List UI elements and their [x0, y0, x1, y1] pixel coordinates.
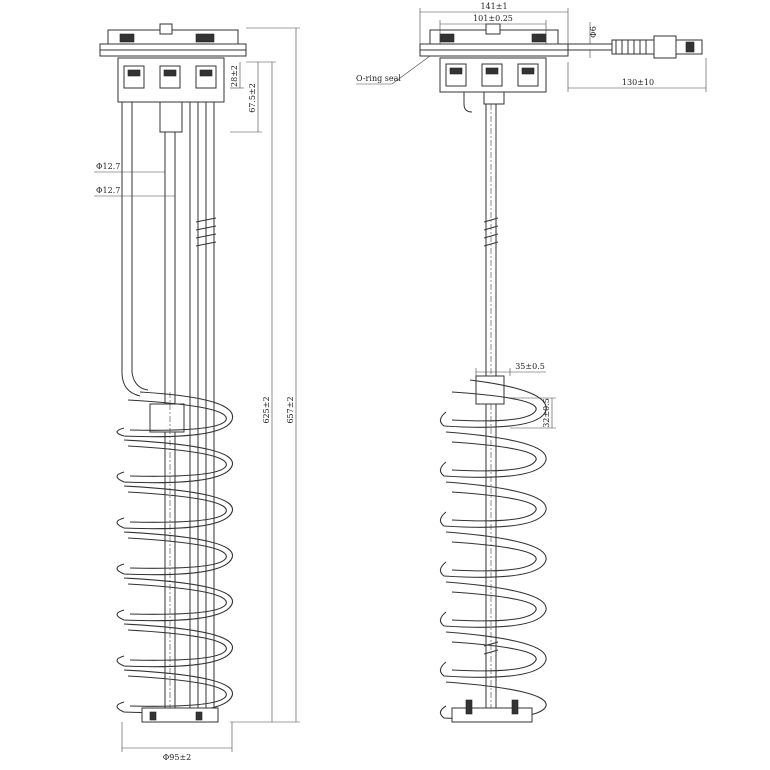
left-coil	[116, 391, 234, 723]
dim-coil-diameter: Φ95±2	[163, 753, 192, 762]
right-coil	[439, 379, 547, 723]
dim-cable-length: 130±10	[622, 78, 654, 87]
right-dimensions	[356, 8, 707, 429]
left-dimensions	[94, 27, 300, 752]
dim-flange-width: 141±1	[480, 2, 507, 11]
right-view: 141±1 101±0.25 Φ6 130±10 O-ring seal 35±…	[356, 2, 707, 723]
dim-pipe-1: Φ12.7	[96, 162, 120, 171]
left-view: 657±2 625±2 28±2 67.5±2 Φ12.7 Φ12.7 Φ95±…	[94, 23, 300, 762]
right-rod	[475, 104, 505, 718]
dim-cable-dia: Φ6	[589, 26, 598, 38]
dim-top-67-5: 67.5±2	[248, 83, 257, 113]
dim-coil-offset: 32±0.5	[542, 398, 551, 428]
dim-pipe-2: Φ12.7	[96, 186, 120, 195]
dim-coil-pitch: 35±0.5	[515, 362, 545, 371]
right-dimension-labels: 141±1 101±0.25 Φ6 130±10 O-ring seal 35±…	[356, 2, 654, 428]
right-cable	[568, 35, 703, 59]
dim-overall-height: 657±2	[286, 396, 295, 423]
left-dimension-labels: 657±2 625±2 28±2 67.5±2 Φ12.7 Φ12.7 Φ95±…	[96, 65, 295, 762]
left-flange	[99, 23, 247, 133]
callout-oring-seal: O-ring seal	[356, 74, 401, 83]
right-flange	[419, 23, 569, 113]
dim-tube-height: 625±2	[262, 396, 271, 423]
dim-top-28: 28±2	[230, 65, 239, 87]
dim-flange-inner: 101±0.25	[473, 14, 513, 23]
